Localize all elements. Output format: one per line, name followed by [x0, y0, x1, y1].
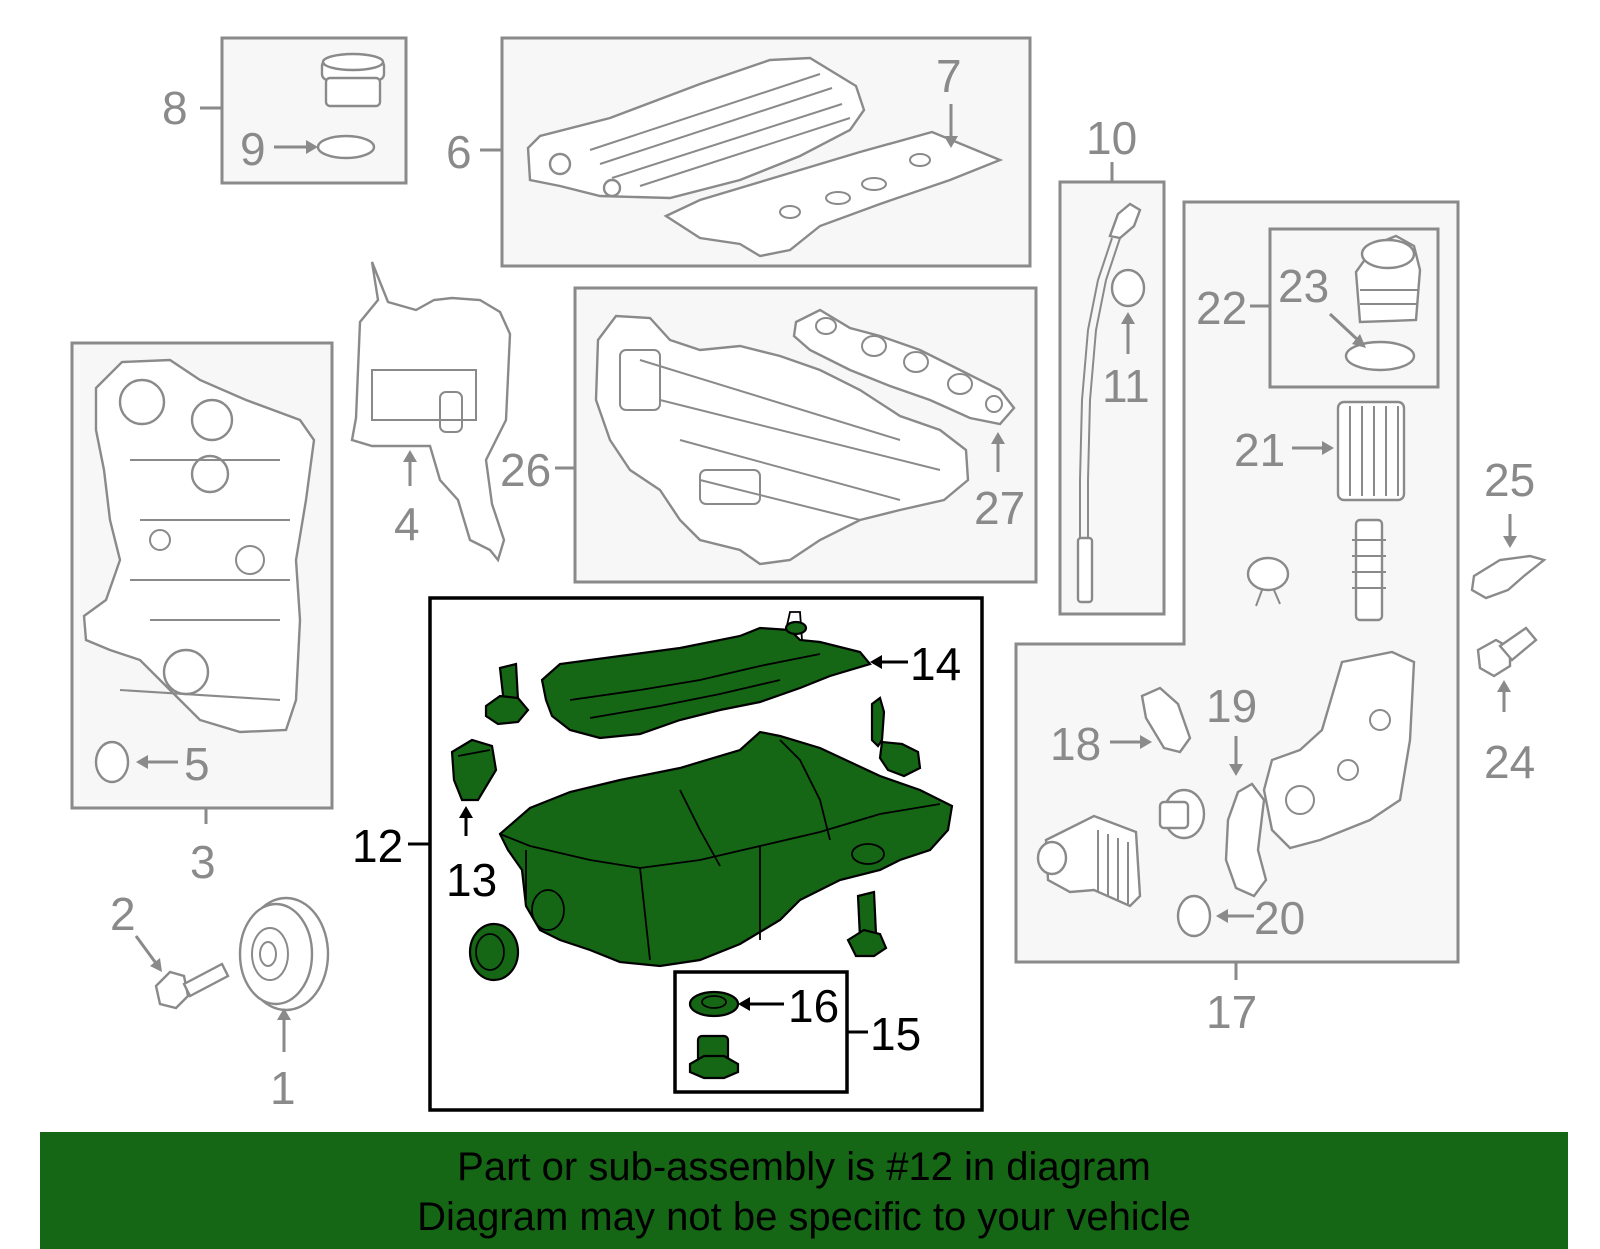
cooler-seal-drawing [1176, 894, 1212, 938]
callout-2[interactable]: 2 [110, 888, 136, 940]
callout-15[interactable]: 15 [870, 1008, 921, 1060]
group-oil-filler-cap: 8 9 [162, 36, 408, 185]
filter-cap-seal-drawing [1344, 340, 1416, 372]
oil-pan-bolt-drawing[interactable] [484, 662, 530, 726]
callout-7[interactable]: 7 [936, 50, 962, 102]
crank-bolt-drawing [154, 962, 230, 1010]
group-valve-cover: 6 7 [446, 36, 1032, 268]
drain-plug-drawing [1246, 556, 1290, 607]
front-cover-seal-drawing [94, 740, 130, 784]
crank-pulley-drawing [238, 896, 330, 1012]
callout-14[interactable]: 14 [910, 638, 961, 690]
oil-cooler-drawing [1036, 814, 1142, 908]
group-dipstick: 10 11 [1058, 112, 1166, 616]
cooler-connector-drawing [1158, 788, 1206, 840]
callout-17[interactable]: 17 [1206, 986, 1257, 1038]
oil-level-sensor-drawing[interactable] [870, 696, 922, 778]
oil-pressure-switch-drawing [1476, 626, 1538, 678]
oil-filter-cap-drawing [1354, 234, 1422, 324]
banner-line-part-number: Part or sub-assembly is #12 in diagram [457, 1145, 1151, 1189]
group-engine-front-cover: 5 3 [70, 341, 334, 888]
group-intake-manifold: 26 27 [500, 286, 1038, 584]
group-oil-sensors: 25 24 [1470, 454, 1547, 788]
oil-pan-seal-drawing[interactable] [468, 922, 520, 982]
callout-18[interactable]: 18 [1050, 718, 1101, 770]
callout-9[interactable]: 9 [240, 123, 266, 175]
oil-pan-bracket-drawing[interactable] [450, 738, 498, 802]
callout-25[interactable]: 25 [1484, 454, 1535, 506]
callout-6[interactable]: 6 [446, 126, 472, 178]
callout-22[interactable]: 22 [1196, 282, 1247, 334]
housing-gasket-drawing [1224, 782, 1268, 898]
oil-pan-baffle-drawing[interactable] [540, 611, 872, 740]
callout-10[interactable]: 10 [1086, 112, 1137, 164]
cooler-gasket-drawing [1140, 686, 1192, 754]
dipstick-seal-drawing [1110, 268, 1146, 308]
drain-plug-seal-drawing[interactable] [688, 990, 740, 1018]
callout-26[interactable]: 26 [500, 444, 551, 496]
disclaimer-banner: Part or sub-assembly is #12 in diagram D… [40, 1132, 1568, 1249]
valve-cover-drawing [526, 56, 866, 200]
callout-23[interactable]: 23 [1278, 260, 1329, 312]
callout-24[interactable]: 24 [1484, 736, 1535, 788]
callout-19[interactable]: 19 [1206, 680, 1257, 732]
engine-front-cover-drawing [82, 358, 316, 734]
intake-manifold-drawing [594, 314, 970, 566]
banner-line-disclaimer: Diagram may not be specific to your vehi… [417, 1195, 1191, 1239]
intake-gasket-drawing [792, 308, 1016, 426]
oil-temp-sensor-drawing [1470, 554, 1547, 600]
oil-filler-seal-drawing [316, 134, 376, 160]
callout-16[interactable]: 16 [788, 980, 839, 1032]
callout-20[interactable]: 20 [1254, 892, 1305, 944]
callout-4[interactable]: 4 [394, 498, 420, 550]
callout-13[interactable]: 13 [446, 854, 497, 906]
callout-5[interactable]: 5 [184, 738, 210, 790]
callout-11[interactable]: 11 [1102, 360, 1150, 412]
oil-filter-element-drawing [1336, 400, 1406, 502]
group-oil-filter-cooler: 23 22 21 18 19 20 17 [1014, 200, 1460, 1038]
callout-8[interactable]: 8 [162, 82, 188, 134]
oil-pan-drawing[interactable] [498, 730, 954, 968]
group-crank-pulley: 2 1 [110, 888, 330, 1114]
dipstick-drawing [1076, 202, 1142, 604]
group-oil-pan-highlighted[interactable]: 12 13 14 16 15 [352, 596, 984, 1112]
callout-27[interactable]: 27 [974, 482, 1025, 534]
callout-12[interactable]: 12 [352, 820, 403, 872]
group-timing-cover-gasket: 4 [350, 261, 512, 563]
oil-filter-housing-drawing [1262, 650, 1416, 850]
valve-cover-gasket-drawing [663, 130, 1004, 258]
callout-3[interactable]: 3 [190, 836, 216, 888]
callout-1[interactable]: 1 [270, 1062, 296, 1114]
bypass-valve-drawing [1352, 518, 1386, 622]
oil-pan-lower-bolt-drawing[interactable] [846, 890, 888, 958]
oil-drain-plug-drawing[interactable] [688, 1034, 740, 1080]
oil-filler-cap-drawing [320, 52, 386, 108]
callout-21[interactable]: 21 [1234, 424, 1285, 476]
